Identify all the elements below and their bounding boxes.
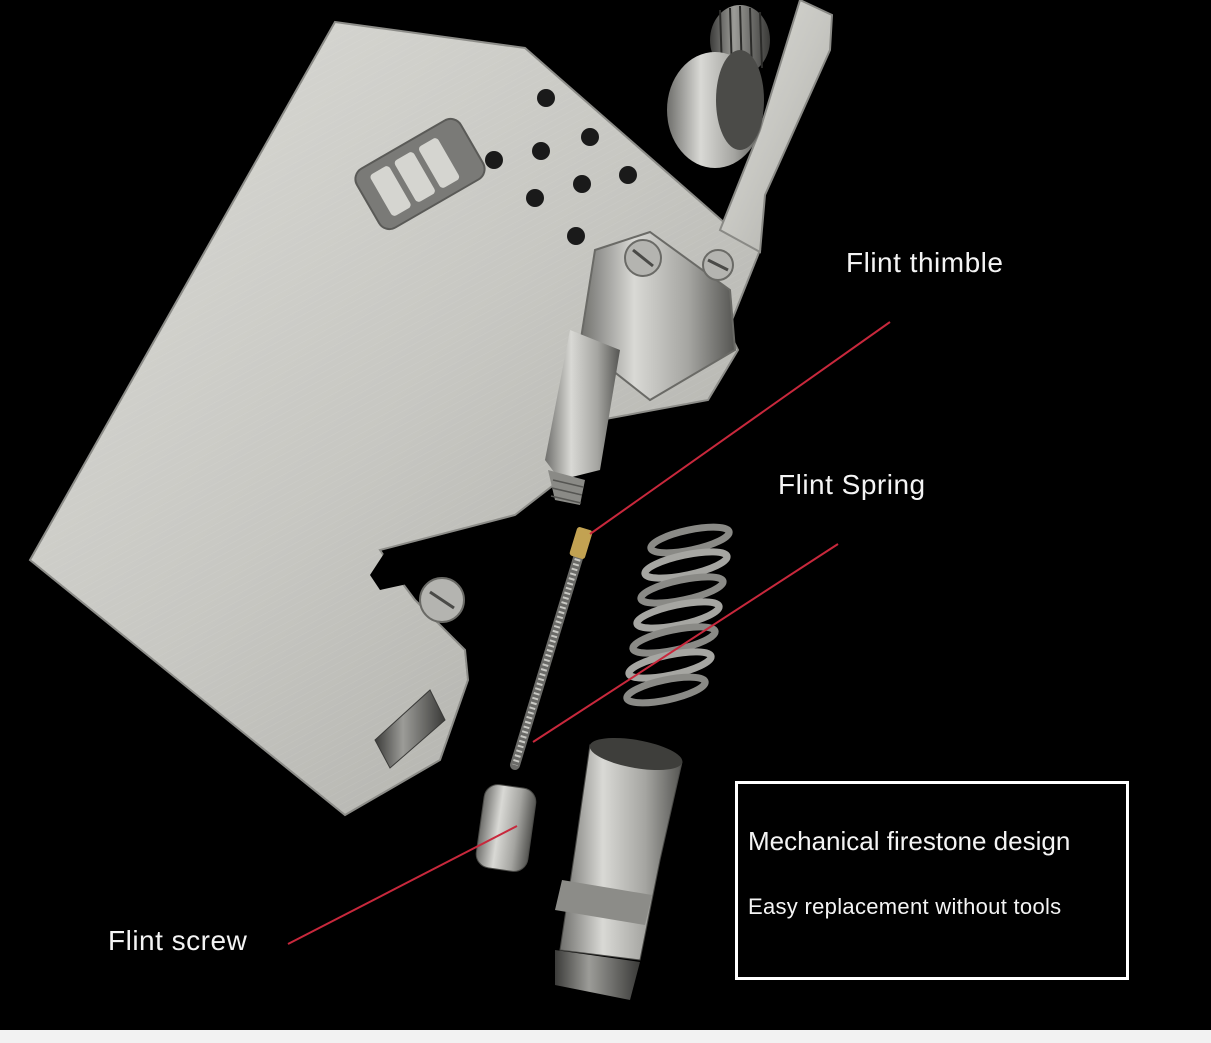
- thin-flint-spring: [510, 527, 593, 770]
- vent-holes: [485, 89, 637, 245]
- leader-line-spring: [532, 543, 839, 743]
- callout-flint-screw: Flint screw: [108, 925, 248, 956]
- leader-line-thimble: [589, 321, 891, 535]
- leader-lines: [287, 321, 891, 945]
- callout-flint-thimble: Flint thimble: [846, 247, 1004, 278]
- lighter-lid: [667, 0, 834, 254]
- info-box: Mechanical firestone design Easy replace…: [735, 781, 1129, 980]
- flint-screw-cylinder: [555, 737, 683, 1000]
- hinge-mechanism: [578, 230, 737, 402]
- info-line-replacement: Easy replacement without tools: [748, 894, 1062, 919]
- grip-window: [354, 117, 486, 231]
- bottom-wheel: [374, 689, 446, 769]
- lower-screw: [419, 577, 465, 623]
- callout-flint-spring: Flint Spring: [778, 469, 926, 500]
- flint-tube: [545, 330, 620, 505]
- bottom-strip: [0, 1030, 1211, 1043]
- lighter-body: [28, 20, 762, 817]
- flint-piece: [475, 784, 537, 872]
- info-line-design: Mechanical firestone design: [748, 826, 1071, 856]
- leader-line-screw: [287, 825, 518, 945]
- coil-spring: [623, 523, 733, 707]
